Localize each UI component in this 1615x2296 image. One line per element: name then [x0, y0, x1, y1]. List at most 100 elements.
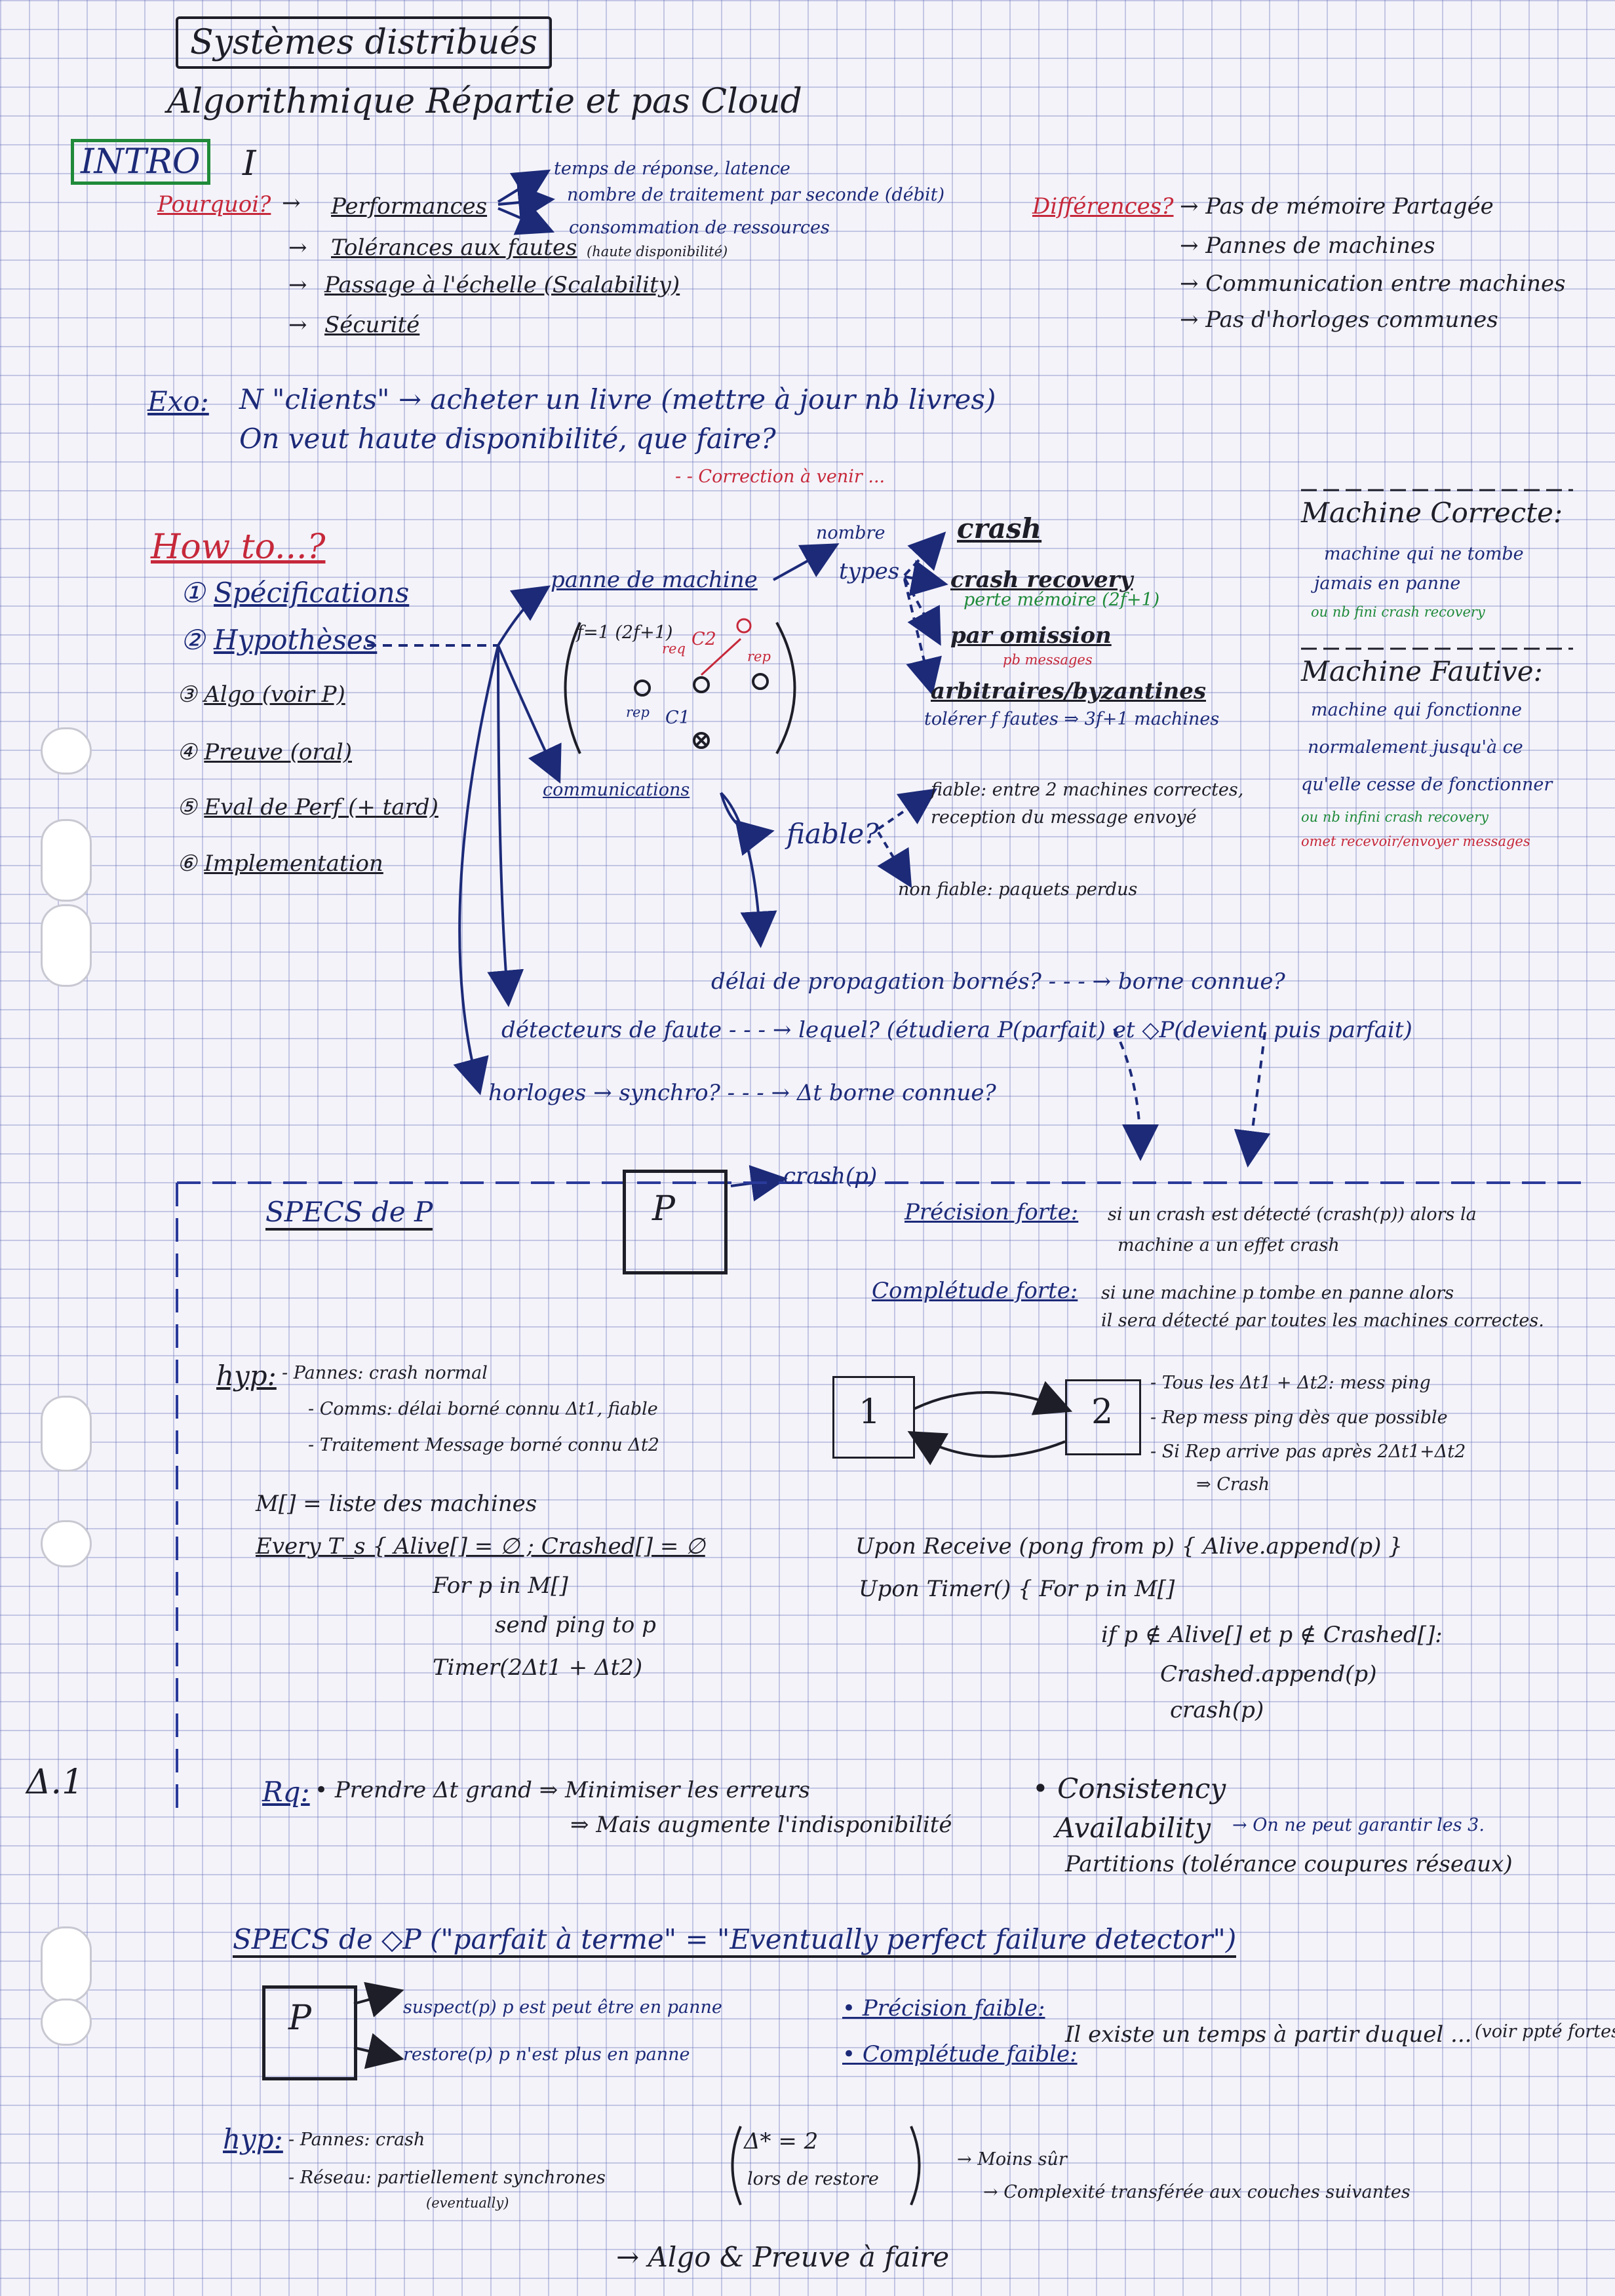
pourquoi-label: Pourquoi? — [157, 191, 271, 218]
difference-item: → Communication entre machines — [1180, 271, 1566, 297]
exo-label: Exo: — [147, 385, 209, 417]
punch-hole — [41, 1999, 92, 2046]
communication-label: communications — [543, 780, 690, 800]
diagram-label: req — [662, 641, 686, 657]
hyp-line: - Traitement Message borné connu Δt2 — [308, 1435, 659, 1455]
machine-fautive-line: normalement jusqu'à ce — [1308, 737, 1523, 757]
machine-fautive-line: ou nb infini crash recovery — [1301, 809, 1489, 825]
perf-item: temps de réponse, latence — [554, 159, 790, 179]
algo-line: crash(p) — [1170, 1697, 1264, 1723]
node-box-1 — [832, 1376, 915, 1459]
machine-correcte-title: Machine Correcte: — [1301, 497, 1563, 529]
precision-forte-label: Précision forte: — [905, 1199, 1079, 1225]
hyp-label: hyp: — [223, 2123, 283, 2155]
page-subtitle: Algorithmique Répartie et pas Cloud — [167, 82, 802, 121]
delai-line: délai de propagation bornés? - - - → bor… — [711, 968, 1285, 995]
punch-hole — [41, 1926, 92, 2002]
delta-line: Δ* = 2 — [744, 2128, 819, 2154]
detector-p-box — [623, 1170, 728, 1274]
voir-note: (voir ppté fortes) — [1475, 2021, 1615, 2042]
arrow-icon: → — [282, 190, 301, 216]
timing-line: - Si Rep arrive pas après 2Δt1+Δt2 — [1150, 1442, 1466, 1462]
type-note: pb messages — [1003, 652, 1093, 668]
machine-correcte-line: machine qui ne tombe — [1324, 544, 1524, 564]
intro-box: INTRO — [71, 139, 210, 185]
fiable-question: fiable? — [787, 818, 879, 850]
step-label: Implementation — [204, 851, 383, 877]
difference-text: Pas de mémoire Partagée — [1205, 193, 1494, 220]
step-label: Spécifications — [214, 577, 410, 609]
difference-text: Communication entre machines — [1205, 271, 1566, 297]
exo-line: N "clients" → acheter un livre (mettre à… — [239, 383, 996, 415]
final-line: → Algo & Preuve à faire — [616, 2241, 950, 2273]
intro-label: INTRO — [81, 142, 201, 182]
type-omission: par omission — [950, 622, 1112, 649]
hyp-line: - Pannes: crash normal — [282, 1363, 488, 1383]
intro-item: Sécurité — [324, 312, 420, 338]
fiable-def: fiable: entre 2 machines correctes, rece… — [931, 776, 1245, 832]
haute-dispo: (haute disponibilité) — [587, 244, 728, 259]
punch-hole — [41, 1520, 92, 1567]
cap-line: Partitions (tolérance coupures réseaux) — [1065, 1851, 1513, 1877]
hyp-line: - Comms: délai borné connu Δt1, fiable — [308, 1399, 658, 1419]
completude-forte-label: Complétude forte: — [872, 1278, 1078, 1304]
formula: f=1 (2f+1) — [577, 622, 673, 643]
eventually-note: (eventually) — [426, 2195, 509, 2211]
step-label: Hypothèses — [214, 624, 378, 656]
perf-item: consommation de ressources — [569, 218, 830, 238]
type-byzantine: arbitraires/byzantines — [931, 678, 1207, 704]
types-label: types — [839, 558, 900, 584]
precision-forte-line: machine a un effet crash — [1118, 1235, 1340, 1255]
page-title: Systèmes distribués — [176, 16, 552, 69]
performance-label: Performances — [331, 193, 488, 220]
arrow-icon: → — [288, 235, 307, 261]
complexite-line: → Complexité transférée aux couches suiv… — [983, 2182, 1411, 2202]
restore-count: lors de restore — [747, 2169, 879, 2189]
howto-step: ④ Preuve (oral) — [177, 739, 352, 765]
machine-fautive-line: qu'elle cesse de fonctionner — [1301, 775, 1553, 795]
crash-output: crash(p) — [783, 1163, 878, 1189]
differences-label: Différences? — [1032, 193, 1174, 220]
non-fiable: non fiable: paquets perdus — [898, 879, 1138, 900]
difference-text: Pannes de machines — [1205, 233, 1435, 259]
howto-step: ⑤ Eval de Perf (+ tard) — [177, 794, 438, 820]
detector-ep-symbol: P — [288, 1999, 311, 2038]
machine-fautive-line: machine qui fonctionne — [1311, 700, 1522, 720]
cap-note: → On ne peut garantir les 3. — [1232, 1815, 1485, 1835]
hyp-label: hyp: — [216, 1360, 277, 1392]
timing-line: ⇒ Crash — [1196, 1474, 1270, 1495]
cap-line: • Consistency — [1032, 1772, 1226, 1805]
precision-faible: • Précision faible: — [842, 1995, 1045, 2021]
howto-step: ① Spécifications — [180, 577, 410, 609]
rq-line: • Prendre Δt grand ⇒ Minimiser les erreu… — [315, 1777, 810, 1803]
type-crash-recovery: crash recovery — [950, 567, 1133, 593]
punch-hole — [41, 819, 92, 902]
cap-line: Availability — [1055, 1812, 1211, 1844]
difference-text: Pas d'horloges communes — [1205, 307, 1498, 333]
rq-line: ⇒ Mais augmente l'indisponibilité — [570, 1812, 952, 1838]
diagram-label: C2 — [691, 629, 716, 649]
intro-item: Passage à l'échelle (Scalability) — [324, 272, 680, 298]
howto-step: ⑥ Implementation — [177, 851, 383, 877]
step-label: Preuve (oral) — [204, 739, 352, 765]
suspect-output: suspect(p) p est peut être en panne — [403, 1997, 722, 2018]
punch-hole — [41, 904, 92, 987]
perf-item: nombre de traitement par seconde (débit) — [567, 185, 944, 205]
node-label: 1 — [859, 1392, 881, 1432]
horloges-line: horloges → synchro? - - - → Δt borne con… — [488, 1080, 996, 1106]
machine-correcte-line: jamais en panne — [1314, 573, 1461, 594]
detecteurs-line: détecteurs de faute - - - → lequel? (étu… — [501, 1017, 1412, 1043]
diagram-label: rep — [626, 704, 650, 720]
howto-step: ② Hypothèses — [180, 624, 378, 656]
completude-forte-line: si une machine p tombe en panne alors — [1101, 1283, 1454, 1303]
arrow-icon: → — [288, 272, 307, 298]
algo-line: Timer(2Δt1 + Δt2) — [433, 1655, 643, 1681]
algo-line: M[] = liste des machines — [256, 1491, 537, 1517]
algo-line: Upon Receive (pong from p) { Alive.appen… — [855, 1533, 1403, 1559]
difference-item: → Pannes de machines — [1180, 233, 1435, 259]
moins-sur: → Moins sûr — [957, 2149, 1067, 2170]
difference-item: → Pas de mémoire Partagée — [1180, 193, 1494, 220]
node-box-2 — [1065, 1379, 1141, 1455]
intro-item: Tolérances aux fautes — [331, 235, 577, 261]
